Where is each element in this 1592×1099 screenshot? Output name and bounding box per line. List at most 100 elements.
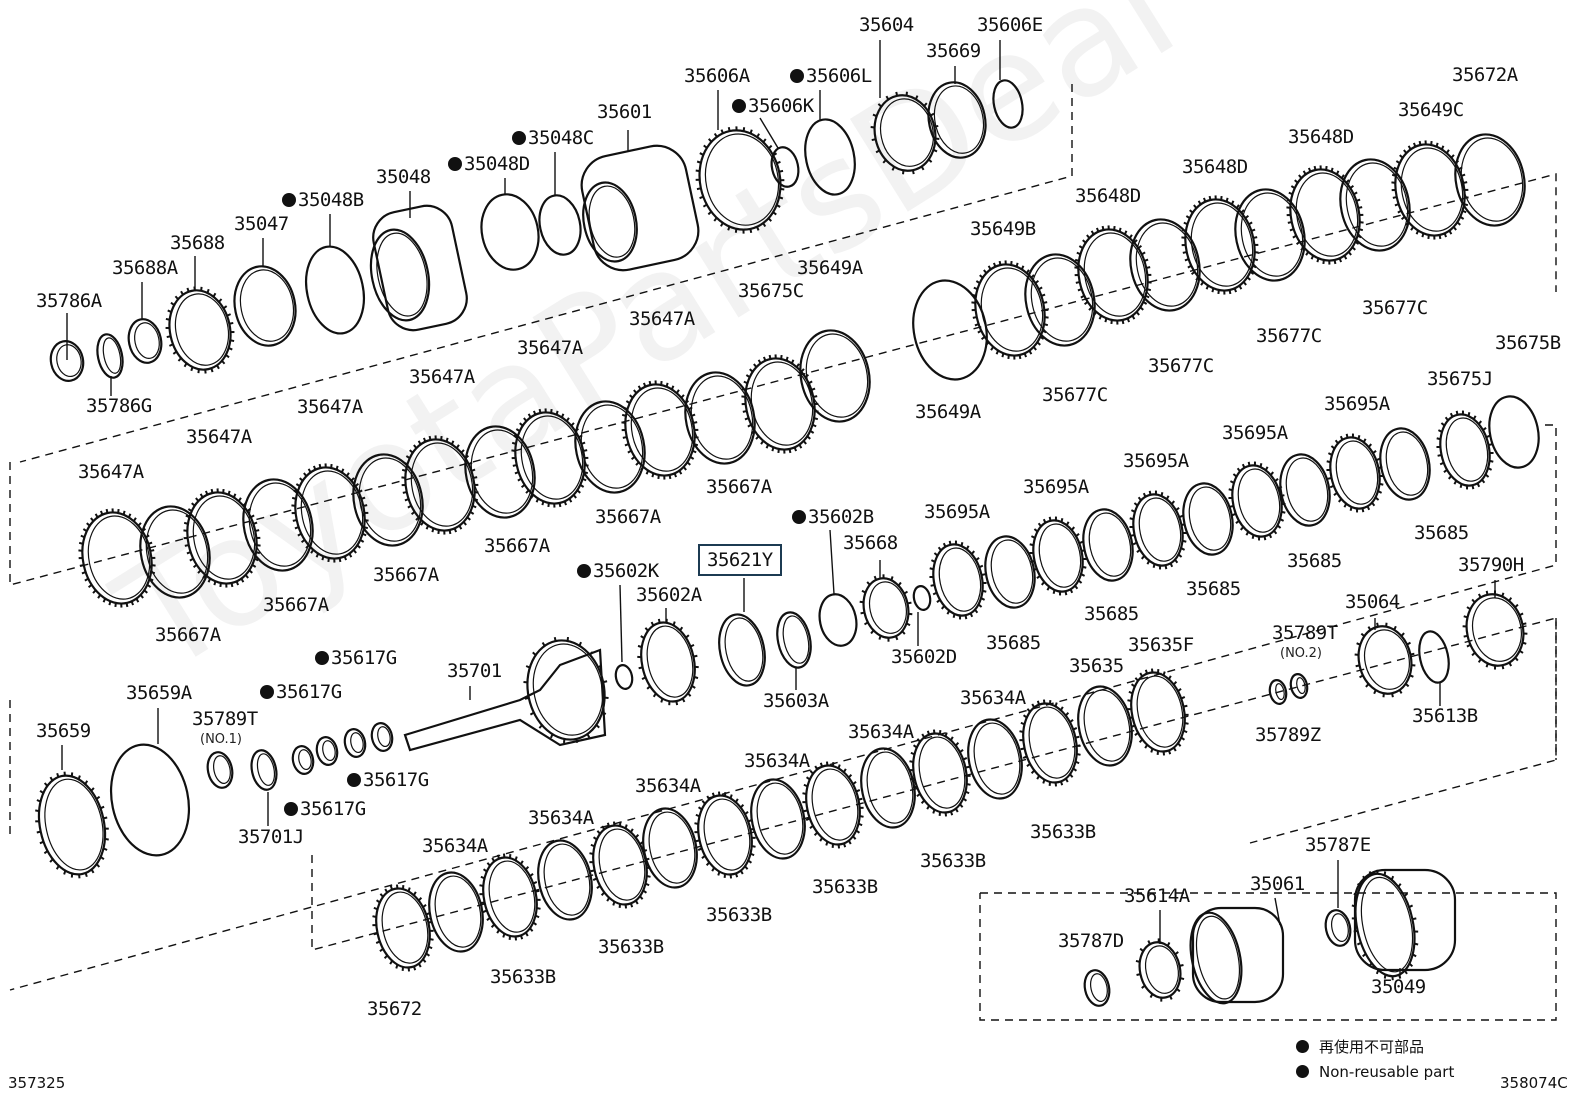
part-label-35648d[interactable]: 35648D (1182, 158, 1248, 177)
part-label-35604[interactable]: 35604 (859, 16, 914, 35)
part-label-35048b[interactable]: 35048B (282, 191, 364, 210)
part-label-35617g[interactable]: 35617G (315, 649, 397, 668)
part-label-35602a[interactable]: 35602A (636, 586, 702, 605)
part-label-35634a[interactable]: 35634A (848, 723, 914, 742)
part-label-35677c[interactable]: 35677C (1362, 299, 1428, 318)
part-label-35675b[interactable]: 35675B (1495, 334, 1561, 353)
part-label-35789t[interactable]: 35789T (1272, 624, 1338, 643)
part-label-35602b[interactable]: 35602B (792, 508, 874, 527)
part-label-35617g[interactable]: 35617G (347, 771, 429, 790)
part-label-35677c[interactable]: 35677C (1042, 386, 1108, 405)
part-label-35647a[interactable]: 35647A (297, 398, 363, 417)
part-label-35659a[interactable]: 35659A (126, 684, 192, 703)
part-label-35649c[interactable]: 35649C (1398, 101, 1464, 120)
part-label-35634a[interactable]: 35634A (422, 837, 488, 856)
part-label-35049[interactable]: 35049 (1371, 978, 1426, 997)
part-label-35667a[interactable]: 35667A (484, 537, 550, 556)
part-label-35634a[interactable]: 35634A (960, 689, 1026, 708)
part-label-35701[interactable]: 35701 (447, 662, 502, 681)
part-label-35633b[interactable]: 35633B (598, 938, 664, 957)
part-label-35667a[interactable]: 35667A (706, 478, 772, 497)
part-label-35685[interactable]: 35685 (1186, 580, 1241, 599)
ring-edge (648, 380, 652, 386)
part-label-35634a[interactable]: 35634A (635, 777, 701, 796)
part-label-35633b[interactable]: 35633B (920, 852, 986, 871)
part-label-35672a[interactable]: 35672A (1452, 66, 1518, 85)
part-label-35633b[interactable]: 35633B (812, 878, 878, 897)
part-label-35677c[interactable]: 35677C (1148, 357, 1214, 376)
ring-edge (1357, 625, 1413, 695)
part-label-35649a[interactable]: 35649A (797, 259, 863, 278)
part-label-35647a[interactable]: 35647A (517, 339, 583, 358)
part-label-35648d[interactable]: 35648D (1075, 187, 1141, 206)
part-label-35688a[interactable]: 35688A (112, 259, 178, 278)
part-label-35606a[interactable]: 35606A (684, 67, 750, 86)
highlighted-part-box[interactable] (698, 544, 782, 576)
part-label-35602k[interactable]: 35602K (577, 562, 659, 581)
part-label-35634a[interactable]: 35634A (744, 752, 810, 771)
part-label-35614a[interactable]: 35614A (1124, 887, 1190, 906)
part-label-35621y[interactable]: 35621Y (707, 551, 773, 570)
part-label-35695a[interactable]: 35695A (1222, 424, 1288, 443)
part-label-35634a[interactable]: 35634A (528, 809, 594, 828)
part-label-35685[interactable]: 35685 (1287, 552, 1342, 571)
part-label-35649b[interactable]: 35649B (970, 220, 1036, 239)
part-label-35786a[interactable]: 35786A (36, 292, 102, 311)
part-label-35613b[interactable]: 35613B (1412, 707, 1478, 726)
part-label-35675c[interactable]: 35675C (738, 282, 804, 301)
part-label-35695a[interactable]: 35695A (1123, 452, 1189, 471)
part-label-35790h[interactable]: 35790H (1458, 556, 1524, 575)
part-label-35667a[interactable]: 35667A (373, 566, 439, 585)
snap-ring-35659a (109, 743, 191, 857)
part-label-35606e[interactable]: 35606E (977, 16, 1043, 35)
part-label-35667a[interactable]: 35667A (155, 626, 221, 645)
part-label-35603a[interactable]: 35603A (763, 692, 829, 711)
part-label-35667a[interactable]: 35667A (595, 508, 661, 527)
part-label-35669[interactable]: 35669 (926, 42, 981, 61)
ring-edge (718, 613, 766, 687)
part-label-35647a[interactable]: 35647A (629, 310, 695, 329)
part-label-35633b[interactable]: 35633B (706, 906, 772, 925)
part-label-35668[interactable]: 35668 (843, 534, 898, 553)
part-label-35064[interactable]: 35064 (1345, 593, 1400, 612)
part-label-35672[interactable]: 35672 (367, 1000, 422, 1019)
part-label-35647a[interactable]: 35647A (186, 428, 252, 447)
part-label-35685[interactable]: 35685 (986, 634, 1041, 653)
part-label-35633b[interactable]: 35633B (490, 968, 556, 987)
part-label-35601[interactable]: 35601 (597, 103, 652, 122)
part-label-35667a[interactable]: 35667A (263, 596, 329, 615)
part-label-35606k[interactable]: 35606K (732, 97, 814, 116)
part-label-35602d[interactable]: 35602D (891, 648, 957, 667)
part-label-35787e[interactable]: 35787E (1305, 836, 1371, 855)
part-label-35659[interactable]: 35659 (36, 722, 91, 741)
part-label-35606l[interactable]: 35606L (790, 67, 872, 86)
part-label-35786g[interactable]: 35786G (86, 397, 152, 416)
part-label-35047[interactable]: 35047 (234, 215, 289, 234)
part-label-35617g[interactable]: 35617G (260, 683, 342, 702)
part-label-35617g[interactable]: 35617G (284, 800, 366, 819)
part-label-35048d[interactable]: 35048D (448, 155, 530, 174)
part-label-35685[interactable]: 35685 (1414, 524, 1469, 543)
part-label-35688[interactable]: 35688 (170, 234, 225, 253)
part-label-35048[interactable]: 35048 (376, 168, 431, 187)
part-label-35787d[interactable]: 35787D (1058, 932, 1124, 951)
part-label-35701j[interactable]: 35701J (238, 828, 304, 847)
part-label-35635[interactable]: 35635 (1069, 657, 1124, 676)
part-label-35633b[interactable]: 35633B (1030, 823, 1096, 842)
part-label-35048c[interactable]: 35048C (512, 129, 594, 148)
part-label-35685[interactable]: 35685 (1084, 605, 1139, 624)
part-label-35635f[interactable]: 35635F (1128, 636, 1194, 655)
part-label-35677c[interactable]: 35677C (1256, 327, 1322, 346)
part-label-35789t[interactable]: 35789T (192, 710, 258, 729)
part-label-35061[interactable]: 35061 (1250, 875, 1305, 894)
part-label-35695a[interactable]: 35695A (924, 503, 990, 522)
part-number: 35789Z (1255, 724, 1321, 746)
part-label-35675j[interactable]: 35675J (1427, 370, 1493, 389)
part-label-35789z[interactable]: 35789Z (1255, 726, 1321, 745)
part-label-35647a[interactable]: 35647A (409, 368, 475, 387)
part-label-35647a[interactable]: 35647A (78, 463, 144, 482)
part-label-35648d[interactable]: 35648D (1288, 128, 1354, 147)
part-label-35695a[interactable]: 35695A (1324, 395, 1390, 414)
part-label-35649a[interactable]: 35649A (915, 403, 981, 422)
part-label-35695a[interactable]: 35695A (1023, 478, 1089, 497)
